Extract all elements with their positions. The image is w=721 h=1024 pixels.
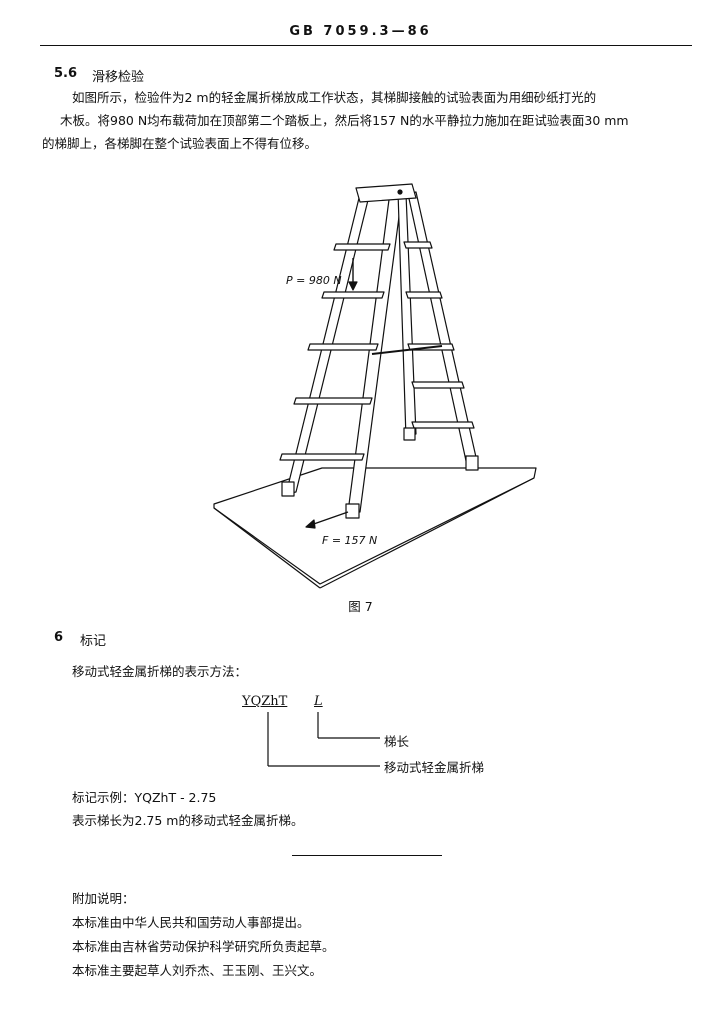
notes-line: 本标准由中华人民共和国劳动人事部提出。 xyxy=(72,915,310,930)
section-6-number: 6 xyxy=(54,630,64,645)
marking-diagram-lines xyxy=(267,712,380,767)
rear-ladder xyxy=(397,191,479,471)
load-label: P = 980 N xyxy=(286,274,342,287)
notes-title: 附加说明： xyxy=(72,891,135,906)
test-board-edge xyxy=(213,507,321,589)
figure-caption: 图 7 xyxy=(348,599,373,614)
notes-line: 本标准由吉林省劳动保护科学研究所负责起草。 xyxy=(72,939,335,954)
test-board xyxy=(213,467,537,585)
label-ladder-length: 梯长 xyxy=(384,734,410,749)
section-6-title: 标记 xyxy=(80,634,107,649)
header-rule xyxy=(40,45,692,46)
paragraph-line: 如图所示，检验件为2 m的轻金属折梯放成工作状态，其梯脚接触的试验表面为用细砂纸… xyxy=(72,90,597,105)
end-rule xyxy=(292,855,442,856)
label-ladder-type: 移动式轻金属折梯 xyxy=(384,760,485,775)
force-label: F = 157 N xyxy=(322,534,377,547)
paragraph-line: 的梯脚上，各梯脚在整个试验表面上不得有位移。 xyxy=(42,136,318,151)
notes-line: 本标准主要起草人刘乔杰、王玉刚、王兴文。 xyxy=(72,963,323,978)
marking-length-symbol: L xyxy=(314,694,323,709)
spreader-bar xyxy=(371,345,443,355)
ladder-figure: P = 980 N F = 157 N xyxy=(213,183,537,589)
section-5-6-number: 5.6 xyxy=(54,66,78,81)
marking-example: 标记示例：YQZhT - 2.75 xyxy=(72,790,217,805)
marking-example-meaning: 表示梯长为2.75 m的移动式轻金属折梯。 xyxy=(72,813,304,828)
standard-code: GB 7059.3—86 xyxy=(289,24,432,39)
section-6-intro: 移动式轻金属折梯的表示方法： xyxy=(72,664,248,679)
section-5-6-title: 滑移检验 xyxy=(92,70,145,85)
marking-code: YQZhT xyxy=(242,694,288,709)
ladder-top-cap xyxy=(355,183,417,203)
section-5-6-paragraph: 如图所示，检验件为2 m的轻金属折梯放成工作状态，其梯脚接触的试验表面为用细砂纸… xyxy=(42,86,692,155)
paragraph-line: 木板。将980 N均布载荷加在顶部第二个踏板上，然后将157 N的水平静拉力施加… xyxy=(60,113,629,128)
